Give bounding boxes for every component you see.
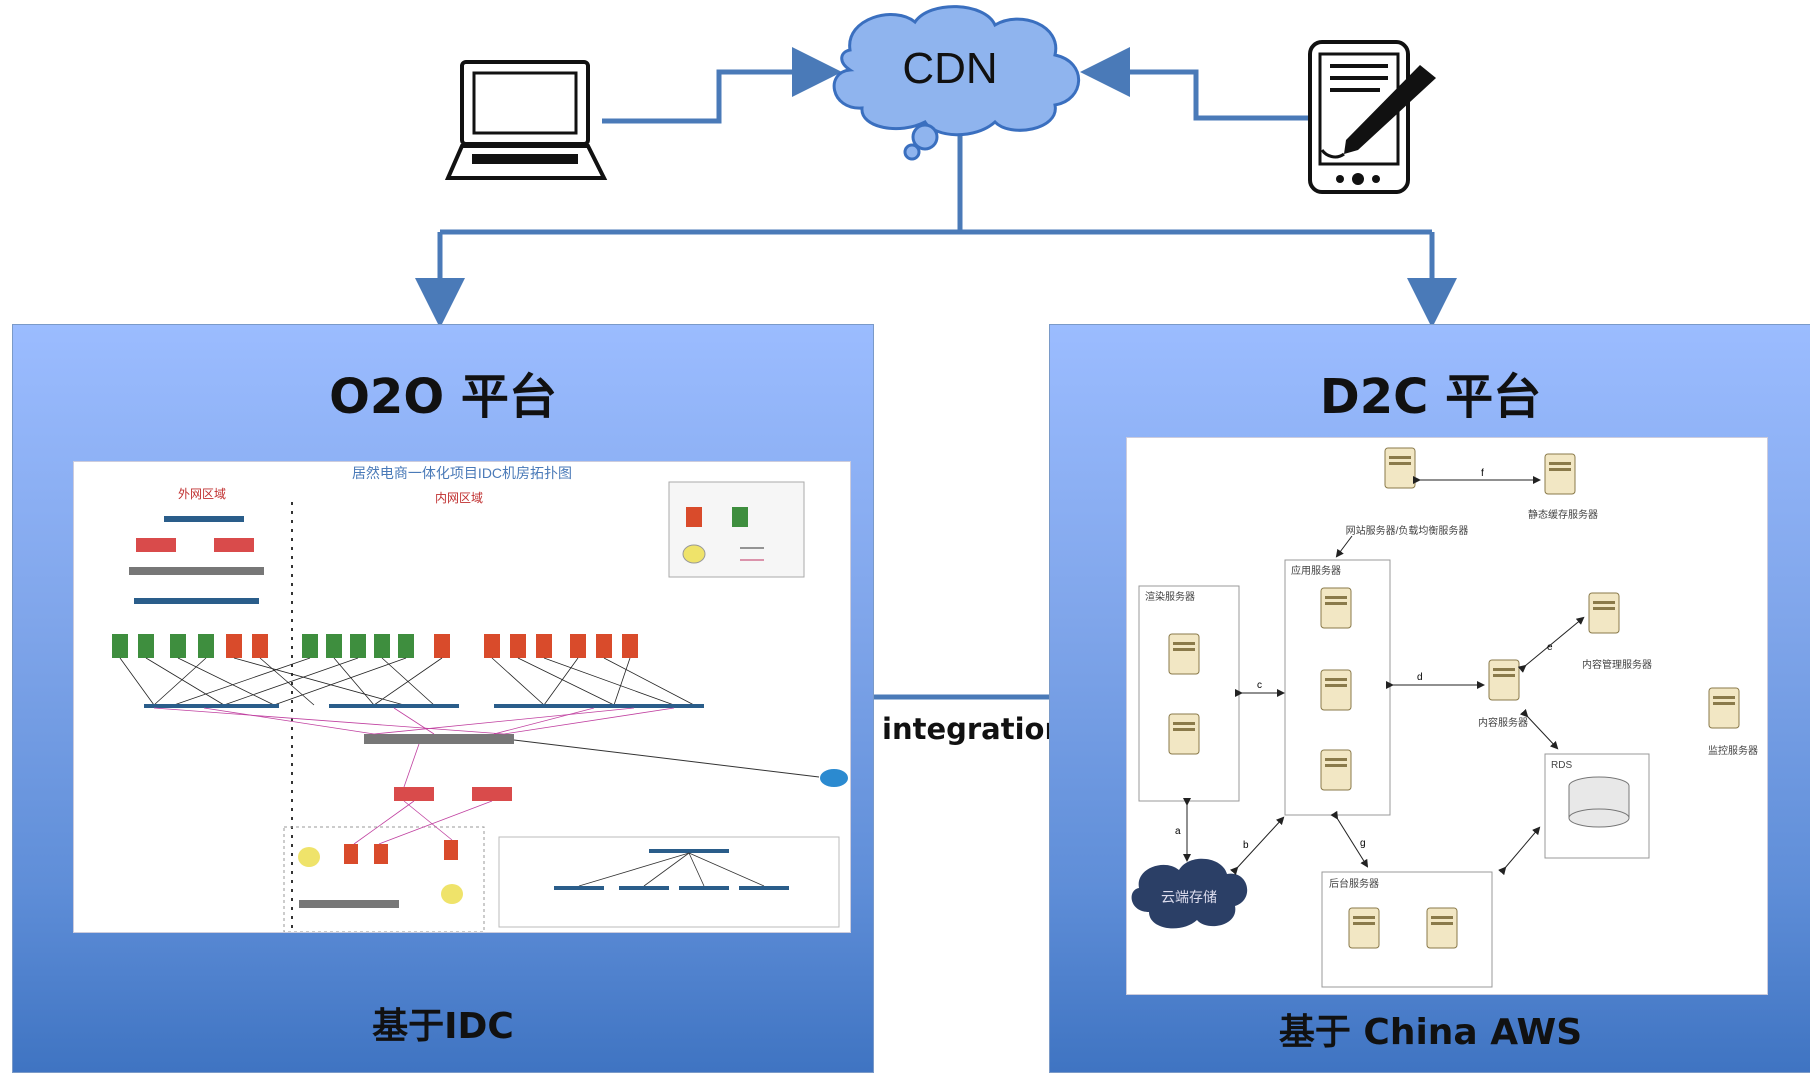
aws-architecture-diagram: 网站服务器/负载均衡服务器 静态缓存服务器 f 应用服务器 渲染服务器 c 内容… [1131,447,1758,988]
app-servers-label: 应用服务器 [1291,564,1341,577]
static-cache-label: 静态缓存服务器 [1528,508,1598,521]
render-servers-label: 渲染服务器 [1145,590,1195,603]
edge-g: g [1360,838,1366,849]
laptop-icon [444,60,608,180]
cloud-icon [832,5,1081,161]
laptop-to-cdn-line [602,47,842,124]
tablet-to-cdn-line [1080,47,1308,121]
edge-b: b [1243,840,1249,851]
idc-topology-diagram: 居然电商一体化项目IDC机房拓扑图 外网区域 内网区域 [112,465,848,932]
zone-inner-label: 内网区域 [435,491,483,505]
monitor-label: 监控服务器 [1708,744,1758,757]
d2c-caption: 基于 China AWS [1278,1012,1583,1053]
cdn-label: CDN [902,44,998,93]
o2o-platform-panel: O2O 平台 居然电商一体化项目IDC机房拓扑图 外网区域 内网区域 [12,324,874,1073]
d2c-title: D2C 平台 [1319,369,1542,425]
d2c-platform-panel: D2C 平台 网站服务器/负载均衡服务器 静态缓存服务器 f [1049,324,1810,1073]
tablet-icon [1308,40,1436,194]
web-lb-label: 网站服务器/负载均衡服务器 [1346,524,1469,537]
o2o-caption: 基于IDC [372,1006,514,1047]
zone-outer-label: 外网区域 [178,487,226,501]
edge-d: d [1417,672,1423,683]
cloud-storage-label: 云端存储 [1161,889,1217,905]
idc-topology-image: 居然电商一体化项目IDC机房拓扑图 外网区域 内网区域 [73,461,851,933]
o2o-title: O2O 平台 [329,369,557,425]
aws-architecture-image: 网站服务器/负载均衡服务器 静态缓存服务器 f 应用服务器 渲染服务器 c 内容… [1126,437,1768,995]
edge-a: a [1175,826,1181,837]
idc-heading: 居然电商一体化项目IDC机房拓扑图 [352,465,572,481]
content-mgmt-label: 内容管理服务器 [1582,658,1652,671]
content-server-label: 内容服务器 [1478,716,1528,729]
integration-label: integration [882,712,1066,746]
edge-e: e [1547,642,1553,653]
backend-label: 后台服务器 [1329,877,1379,890]
edge-c: c [1257,680,1262,691]
rds-label: RDS [1551,760,1572,771]
edge-f: f [1481,468,1484,479]
